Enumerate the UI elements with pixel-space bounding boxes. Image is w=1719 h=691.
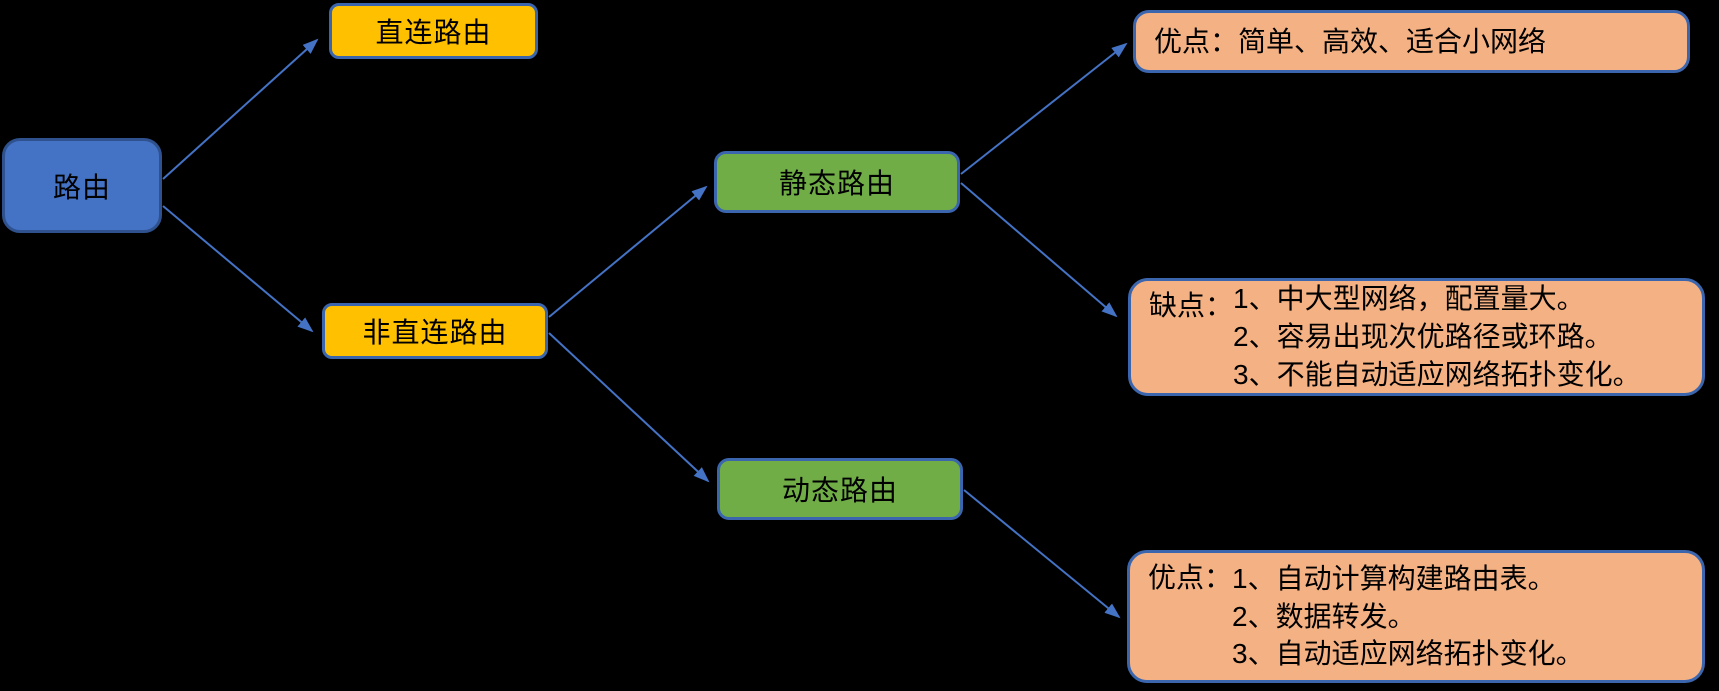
arrow-indirect-to-dynamic-route — [548, 332, 710, 483]
arrow-indirect-to-static-route — [548, 185, 708, 318]
node-dynamic-route-label: 动态路由 — [781, 475, 898, 506]
arrow-dynamic-to-pros-note — [963, 489, 1121, 619]
note-static-route-cons: 缺点： 1、中大型网络，配置量大。 2、容易出现次优路径或环路。 3、不能自动适… — [1128, 278, 1705, 396]
node-route: 路由 — [2, 138, 162, 233]
note-static-cons-item: 3、不能自动适应网络拓扑变化。 — [1233, 358, 1641, 390]
note-static-cons-item: 1、中大型网络，配置量大。 — [1233, 283, 1585, 315]
arrow-route-to-direct-route — [162, 38, 319, 180]
arrow-static-to-cons-note — [960, 182, 1118, 318]
node-direct-route: 直连路由 — [329, 3, 538, 59]
node-indirect-route: 非直连路由 — [322, 303, 548, 359]
note-static-cons-label: 缺点： — [1149, 290, 1234, 321]
note-static-pros-label: 优点： — [1154, 25, 1239, 57]
note-dynamic-pros-item: 3、自动适应网络拓扑变化。 — [1232, 638, 1584, 670]
arrow-route-to-indirect-route — [162, 205, 314, 333]
note-static-route-pros: 优点： 简单、高效、适合小网络 — [1133, 10, 1690, 73]
note-dynamic-pros-item: 2、数据转发。 — [1232, 600, 1416, 632]
node-route-label: 路由 — [52, 171, 111, 203]
note-dynamic-pros-label: 优点： — [1148, 562, 1233, 593]
note-dynamic-route-pros: 优点： 1、自动计算构建路由表。 2、数据转发。 3、自动适应网络拓扑变化。 — [1127, 550, 1705, 683]
node-dynamic-route: 动态路由 — [717, 458, 963, 520]
node-direct-route-label: 直连路由 — [375, 17, 492, 48]
node-static-route-label: 静态路由 — [778, 168, 895, 199]
note-dynamic-pros-item: 1、自动计算构建路由表。 — [1232, 562, 1556, 594]
node-indirect-route-label: 非直连路由 — [362, 317, 508, 348]
arrow-static-to-pros-note — [960, 42, 1128, 175]
node-static-route: 静态路由 — [714, 151, 960, 213]
note-static-cons-item: 2、容易出现次优路径或环路。 — [1233, 321, 1613, 353]
note-static-pros-item: 简单、高效、适合小网络 — [1238, 25, 1547, 57]
